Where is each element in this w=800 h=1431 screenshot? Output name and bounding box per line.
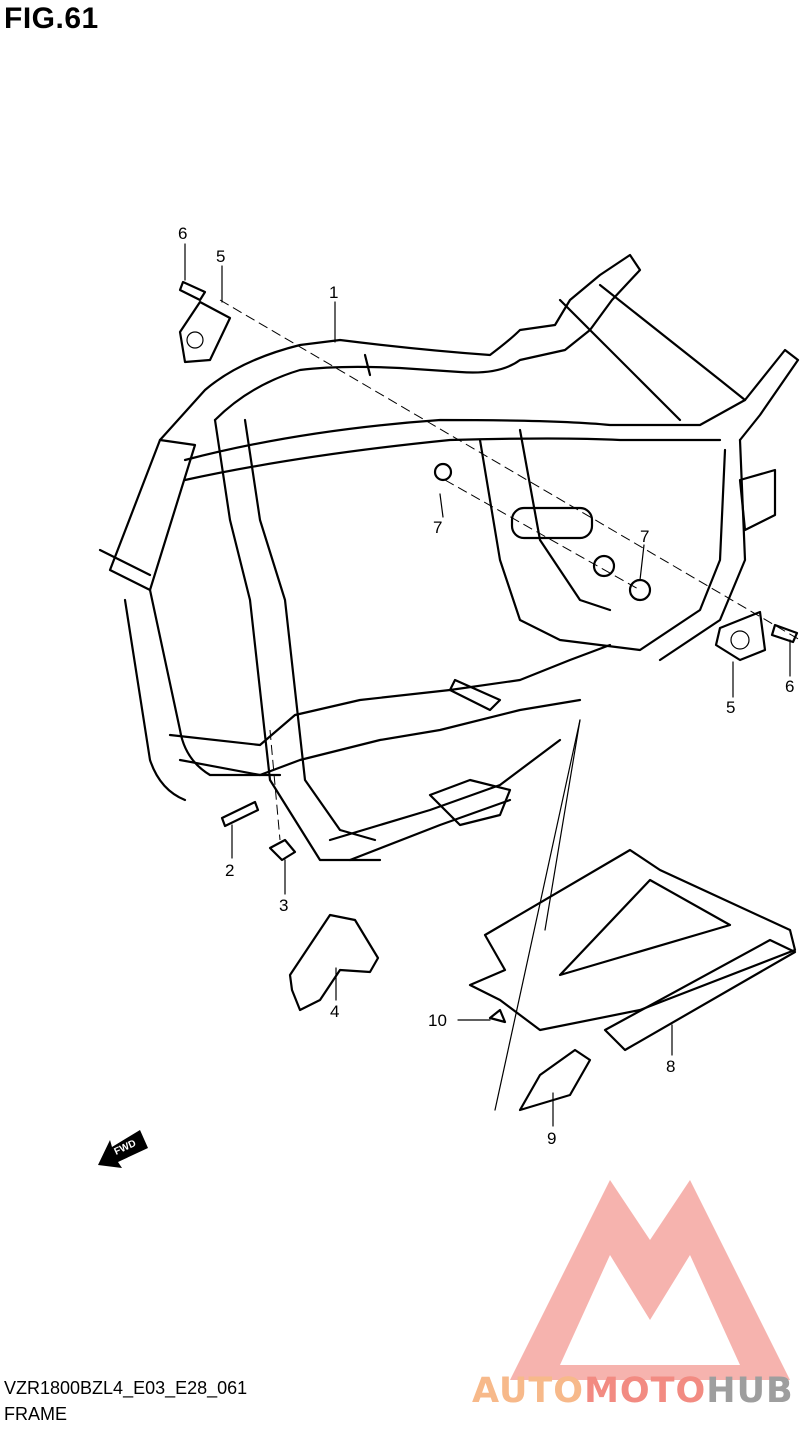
model-code: VZR1800BZL4_E03_E28_061 bbox=[4, 1378, 248, 1398]
automotohub-logo-icon bbox=[510, 1180, 790, 1380]
diagram-caption: FRAME bbox=[4, 1404, 67, 1424]
watermark-moto: MOTO bbox=[584, 1371, 706, 1411]
bolt-2-drawing bbox=[220, 800, 260, 828]
callout-7-left: 7 bbox=[433, 518, 442, 537]
callout-4: 4 bbox=[330, 1002, 339, 1021]
nut-3-drawing bbox=[268, 838, 297, 862]
callout-10: 10 bbox=[428, 1011, 447, 1030]
skid-plate-drawing bbox=[468, 719, 797, 1112]
right-mount-bracket-drawing bbox=[714, 610, 799, 662]
main-frame-drawing bbox=[98, 253, 800, 862]
callout-1: 1 bbox=[329, 283, 338, 302]
left-mount-bracket-drawing bbox=[178, 280, 232, 364]
callout-6-right: 6 bbox=[785, 677, 794, 696]
callout-2: 2 bbox=[225, 861, 234, 880]
callout-3: 3 bbox=[279, 896, 288, 915]
callout-5-left: 5 bbox=[216, 247, 225, 266]
callout-7-right: 7 bbox=[640, 527, 649, 546]
forward-arrow-icon: FWD bbox=[98, 1130, 148, 1168]
callout-9: 9 bbox=[547, 1129, 556, 1148]
watermark-text: AUTOMOTOHUB bbox=[472, 1371, 794, 1411]
leader-lines bbox=[184, 243, 791, 1127]
bracket-4-drawing bbox=[288, 913, 380, 1012]
figure-title: FIG.61 bbox=[4, 2, 99, 35]
watermark-hub: HUB bbox=[706, 1371, 793, 1411]
callout-8: 8 bbox=[666, 1057, 675, 1076]
callout-5-right: 5 bbox=[726, 698, 735, 717]
watermark-auto: AUTO bbox=[472, 1371, 584, 1411]
callout-6-left: 6 bbox=[178, 224, 187, 243]
